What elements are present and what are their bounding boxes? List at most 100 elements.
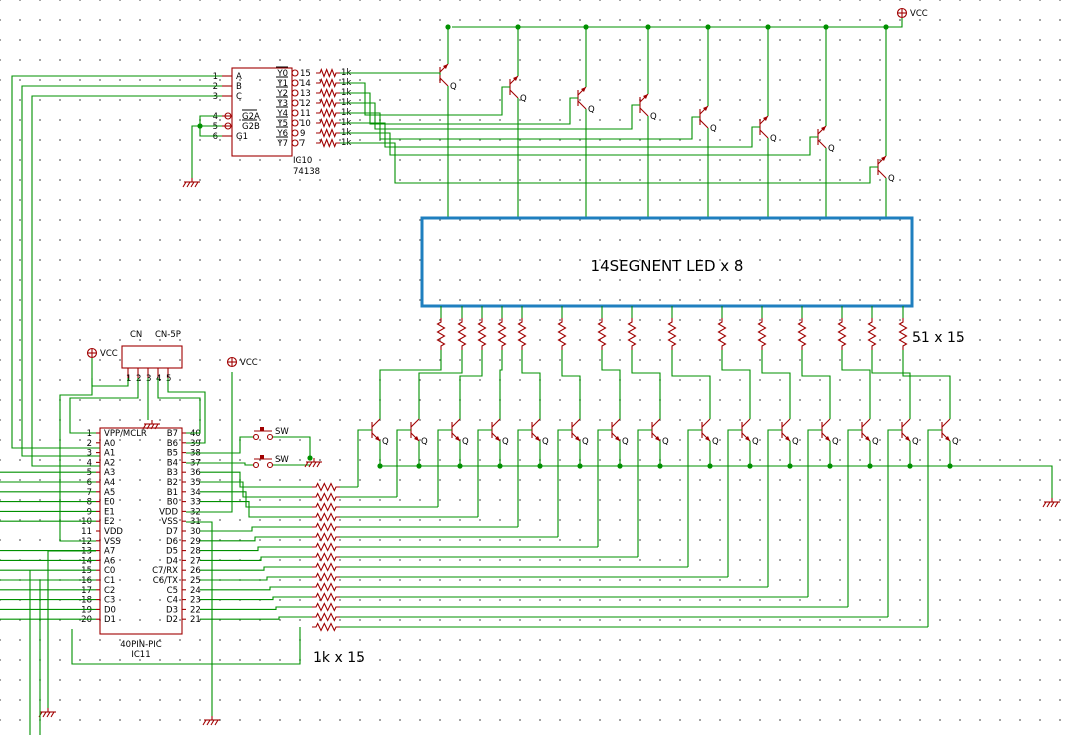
mcu-pin-name: D1 [104,615,116,625]
mcu-ref: IC11 [131,650,150,660]
transistor-label: Q [622,437,629,447]
wire [200,471,312,488]
wire [199,115,222,127]
mcu-pin-number: 13 [81,547,92,557]
junction-dot [497,463,503,469]
resistor [436,318,446,350]
wire [200,501,312,518]
mcu-pin-name: D4 [166,556,178,566]
resistor [312,622,340,632]
resistor [497,318,507,350]
transistor [941,418,951,442]
junction-dot [617,463,623,469]
decoder-output-number: 15 [300,69,311,79]
decoder-output-number: 12 [300,99,311,109]
wire [186,372,233,513]
connector-pin-number: 2 [136,374,141,384]
transistor-label: Q [502,437,509,447]
wire [200,526,312,532]
junction-dot [537,463,543,469]
transistor-label: Q [832,437,839,447]
junction-dot [307,455,313,461]
wire [91,358,129,387]
mcu-pin-name: E2 [104,517,115,527]
mcu-pin-number: 36 [190,468,201,478]
mcu-pin-name: D0 [104,605,116,615]
wire [761,350,791,419]
junction-dot [787,463,793,469]
mcu-pin-number: 23 [190,596,201,606]
resistor [312,582,340,592]
resistor [316,117,340,129]
transistor [741,418,751,442]
ground-symbol [202,716,220,726]
decoder-pin-name: B [236,82,242,92]
mcu-pin-name: C2 [104,586,115,596]
mcu-pin-number: 39 [190,439,201,449]
segment-resistor-label: 51 x 15 [912,330,965,346]
resistor [312,562,340,572]
resistor [312,482,340,492]
junction-dot [515,24,521,30]
mcu-pin-number: 12 [81,537,92,547]
transistor [491,418,501,442]
wire [517,429,532,527]
connector-pin-number: 5 [166,374,171,384]
transistor-label: Q [952,437,959,447]
vcc-symbol [226,356,238,368]
wire [200,606,312,610]
wire [199,126,222,137]
resistor [316,107,340,119]
mcu-pin-name: B3 [167,468,178,478]
wire [340,82,510,116]
wire [807,429,822,597]
wire [21,85,222,457]
junction-dot [707,463,713,469]
wire [47,550,96,708]
vcc-label: VCC [240,358,258,368]
wire [186,521,213,716]
resistor [312,492,340,502]
wire [186,462,253,466]
display-box [420,216,914,308]
wire [340,142,878,184]
decoder-pin-name: A [236,72,242,82]
mcu-pin-name: C5 [167,586,178,596]
wire [167,378,206,444]
mcu-pin-number: 15 [81,566,92,576]
wire [191,125,200,178]
transistor-label: Q [792,437,799,447]
switch-label: SW [275,455,289,465]
resistor [312,522,340,532]
wire [200,586,312,591]
transistor [611,418,621,442]
transistor-label: Q [421,437,428,447]
resistor [312,542,340,552]
mcu-pin-name: VPP/MCLR [104,429,147,439]
transistor [901,418,911,442]
transistor [781,418,791,442]
wire [452,18,903,28]
decoder-output-name: Y5 [276,119,288,129]
decoder-output-name: Y0 [276,69,288,79]
junction-dot [765,24,771,30]
connector-body [121,345,183,369]
resistor [557,318,567,350]
mcu-pin-number: 34 [190,488,201,498]
mcu-pin-name: D3 [166,605,178,615]
wire [340,132,818,156]
mcu-pin-name: B1 [167,488,178,498]
wire [200,491,312,508]
wire [902,350,951,419]
transistor [410,418,420,442]
vcc-symbol [896,7,908,19]
inversion-bubble [291,69,299,77]
wire [841,350,871,419]
wire [200,481,312,498]
transistor-label: Q [710,124,717,134]
wire [887,429,902,617]
transistor-label: Q [712,437,719,447]
mcu-pin-number: 27 [190,556,201,566]
junction-dot [645,24,651,30]
